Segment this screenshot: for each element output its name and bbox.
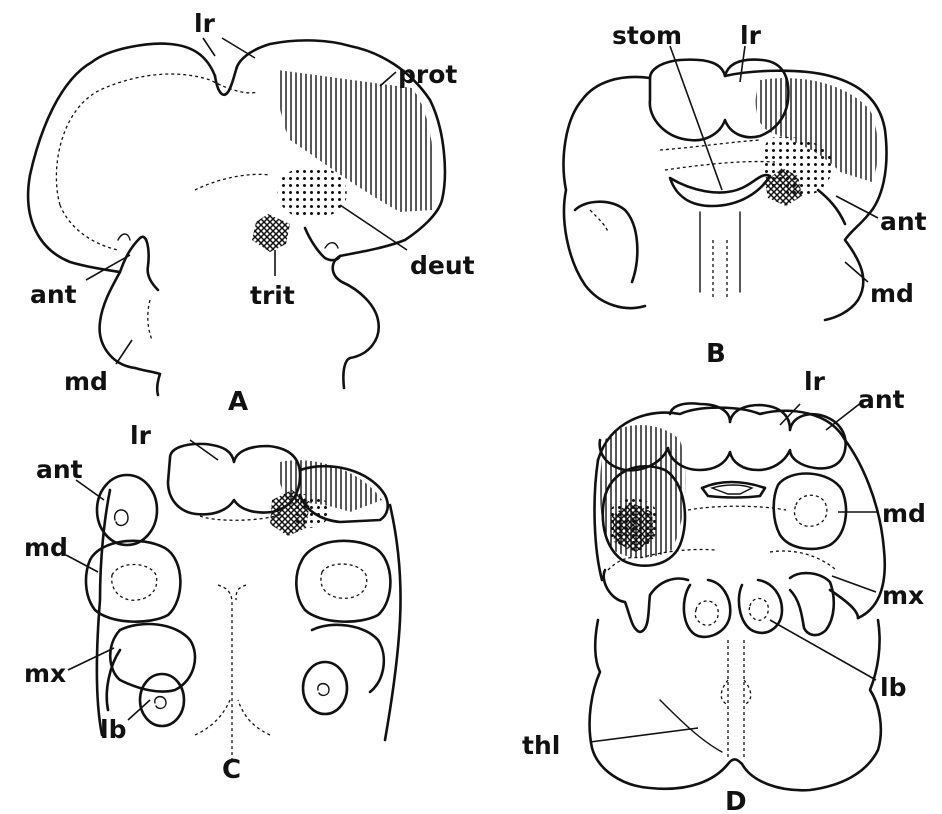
panel-a-drawing [28,38,445,395]
label-mx-d: mx [882,581,924,610]
label-lb-c: lb [100,715,126,744]
label-lr-b: lr [740,21,762,50]
panel-label-a: A [228,387,248,417]
panel-b-drawing [564,46,887,320]
label-lr-a: lr [194,9,216,38]
label-ant-a: ant [30,280,77,309]
label-lb-d: lb [880,673,906,702]
label-md-c: md [24,533,68,562]
label-trit-a: trit [250,281,295,310]
label-deut-a: deut [410,251,475,280]
label-stom-b: stom [612,21,682,50]
tritocerebrum-crosshatch [252,214,290,252]
label-prot-a: prot [398,60,457,89]
label-md-d: md [882,499,926,528]
deutocerebrum-stipple [278,167,347,218]
panel-label-b: B [706,339,726,369]
label-lr-c: lr [130,421,152,450]
panel-label-c: C [222,755,241,785]
label-lr-d: lr [804,367,826,396]
label-ant-c: ant [36,455,83,484]
label-thl-d: thl [522,731,560,760]
label-ant-d: ant [858,385,905,414]
label-mx-c: mx [24,659,66,688]
label-ant-b: ant [880,207,927,236]
panel-d-drawing [590,402,885,790]
panel-label-d: D [725,787,747,814]
panel-c-drawing [66,440,401,760]
label-md-a: md [64,367,108,396]
label-md-b: md [870,279,914,308]
